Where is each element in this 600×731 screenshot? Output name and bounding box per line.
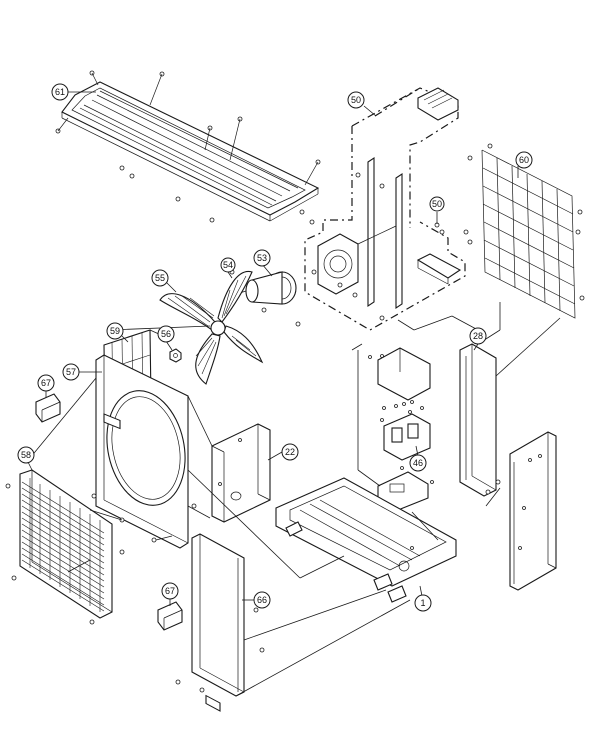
- callout-46-label: 46: [413, 458, 423, 468]
- handle-part-67-lower[interactable]: [157, 601, 183, 631]
- rear-panel-part-66[interactable]: [175, 533, 265, 712]
- callout-67-lower: 67: [161, 582, 179, 606]
- callout-1: 1: [414, 585, 432, 612]
- rear-frame-screws: [309, 172, 445, 321]
- callout-56-label: 56: [161, 329, 171, 339]
- top-panel-screws: [55, 70, 321, 223]
- callout-50a-label: 50: [432, 199, 442, 209]
- callout-54: 54: [220, 257, 236, 279]
- callout-54-label: 54: [223, 260, 233, 270]
- callout-58-label: 58: [21, 450, 31, 460]
- right-side-panel[interactable]: [509, 431, 557, 591]
- front-grille-part-58[interactable]: [5, 469, 125, 625]
- control-box-part-46[interactable]: [368, 347, 434, 511]
- callout-1-label: 1: [420, 598, 425, 608]
- partition-plate-part-22[interactable]: [211, 423, 271, 523]
- callout-57-label: 57: [66, 367, 76, 377]
- rear-wire-guard-part-60[interactable]: [463, 143, 585, 319]
- base-pan-part-1[interactable]: [275, 477, 457, 603]
- callout-59-label: 59: [110, 326, 120, 336]
- callout-59: 59: [106, 322, 129, 343]
- callout-53-label: 53: [257, 253, 267, 263]
- callout-50-fastener: 50: [429, 196, 445, 224]
- fan-nut-part-56[interactable]: [169, 348, 182, 363]
- callout-67a-label: 67: [41, 378, 51, 388]
- callout-50: 50: [347, 91, 377, 117]
- callout-56: 56: [157, 325, 175, 351]
- fan-motor-part-53[interactable]: [229, 271, 297, 305]
- callout-55: 55: [151, 269, 177, 293]
- callout-28-label: 28: [473, 331, 483, 341]
- callout-57: 57: [62, 363, 102, 381]
- callout-67b-label: 67: [165, 586, 175, 596]
- side-plate-part-28[interactable]: [459, 343, 501, 497]
- callout-61: 61: [51, 83, 96, 101]
- callout-60-label: 60: [519, 155, 529, 165]
- fan-blade-part-55[interactable]: [159, 270, 264, 385]
- callout-50-label: 50: [351, 95, 361, 105]
- callout-53: 53: [253, 249, 273, 277]
- callout-22-label: 22: [285, 447, 295, 457]
- callout-67-upper: 67: [37, 374, 55, 398]
- callout-61-label: 61: [55, 87, 65, 97]
- rear-frame-part-50[interactable]: [304, 87, 466, 331]
- callout-58: 58: [17, 446, 35, 471]
- handle-part-67-upper[interactable]: [35, 393, 61, 423]
- callout-66: 66: [242, 591, 271, 609]
- callout-28: 28: [469, 327, 487, 351]
- callout-60: 60: [515, 151, 533, 178]
- top-panel-part-61[interactable]: [61, 81, 320, 222]
- front-panel-part-57[interactable]: [91, 354, 197, 549]
- callout-66-label: 66: [257, 595, 267, 605]
- callout-55-label: 55: [155, 273, 165, 283]
- callout-22: 22: [267, 443, 299, 461]
- callout-46: 46: [409, 445, 427, 472]
